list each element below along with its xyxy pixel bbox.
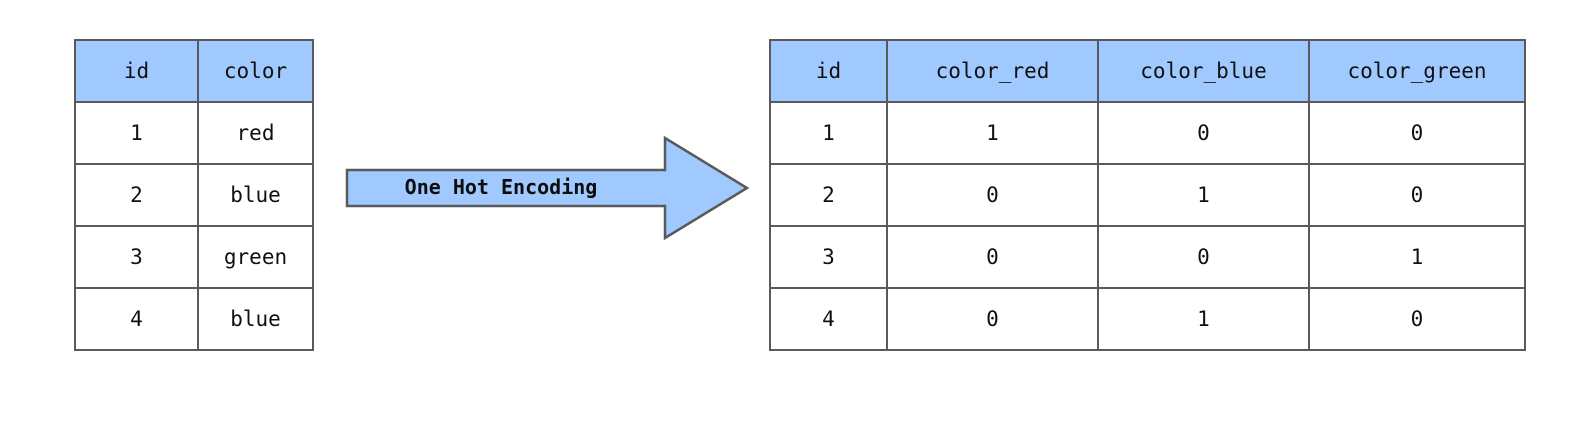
source-cell-color: blue [197,163,314,227]
table-row: 1 1 0 0 [769,101,1526,165]
encoded-cell-id: 4 [769,287,888,351]
right-arrow-icon [345,135,750,241]
table-header-row: id color [74,39,314,103]
encoded-cell-color-green: 0 [1308,101,1526,165]
encoded-header-color-blue: color_blue [1097,39,1310,103]
encoded-cell-color-green: 1 [1308,225,1526,289]
encoded-cell-color-blue: 0 [1097,101,1310,165]
source-cell-color: red [197,101,314,165]
source-header-color: color [197,39,314,103]
encoded-cell-color-green: 0 [1308,163,1526,227]
source-header-id: id [74,39,199,103]
transform-arrow: One Hot Encoding [341,132,753,244]
encoded-cell-color-blue: 1 [1097,163,1310,227]
encoded-cell-id: 1 [769,101,888,165]
source-cell-id: 3 [74,225,199,289]
table-row: 2 blue [74,163,314,227]
encoded-header-color-red: color_red [886,39,1099,103]
table-row: 1 red [74,101,314,165]
encoded-cell-color-red: 0 [886,287,1099,351]
encoded-cell-color-red: 0 [886,225,1099,289]
table-row: 2 0 1 0 [769,163,1526,227]
source-cell-id: 1 [74,101,199,165]
encoded-table: id color_red color_blue color_green 1 1 … [769,39,1526,351]
source-cell-color: blue [197,287,314,351]
source-table: id color 1 red 2 blue 3 green 4 blue [74,39,314,351]
encoded-cell-id: 3 [769,225,888,289]
encoded-cell-color-blue: 0 [1097,225,1310,289]
table-row: 4 blue [74,287,314,351]
table-row: 3 green [74,225,314,289]
encoded-cell-color-blue: 1 [1097,287,1310,351]
encoded-header-color-green: color_green [1308,39,1526,103]
encoded-cell-id: 2 [769,163,888,227]
table-header-row: id color_red color_blue color_green [769,39,1526,103]
encoded-cell-color-green: 0 [1308,287,1526,351]
source-cell-id: 4 [74,287,199,351]
source-cell-id: 2 [74,163,199,227]
encoded-header-id: id [769,39,888,103]
encoded-cell-color-red: 1 [886,101,1099,165]
source-cell-color: green [197,225,314,289]
encoded-cell-color-red: 0 [886,163,1099,227]
table-row: 3 0 0 1 [769,225,1526,289]
table-row: 4 0 1 0 [769,287,1526,351]
